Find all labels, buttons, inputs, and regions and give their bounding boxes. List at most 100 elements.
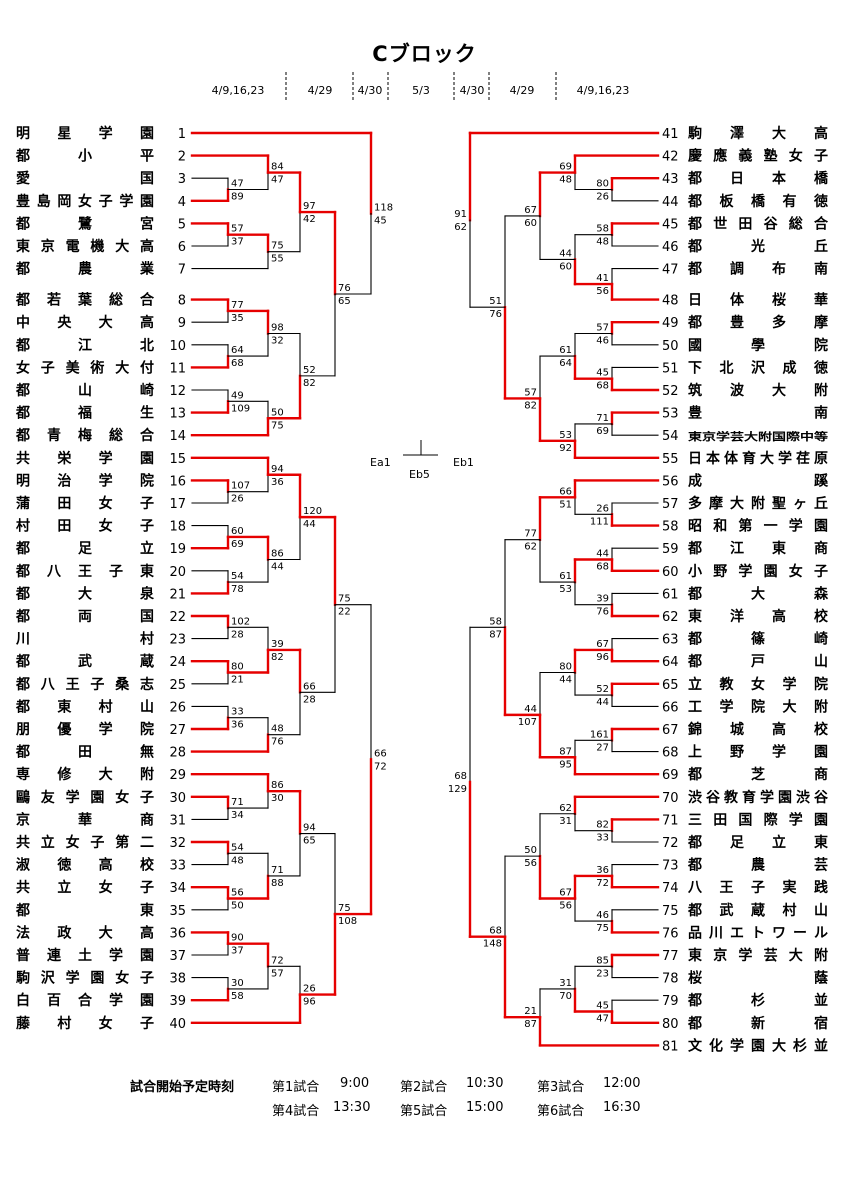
match-score: 36	[596, 865, 609, 876]
match-score: 95	[559, 759, 572, 770]
team-name: 都足立東	[687, 834, 828, 851]
team-name: 都福生	[15, 405, 154, 422]
match-score: 107	[518, 717, 537, 728]
team-name: 國學院	[688, 337, 828, 354]
team-number: 41	[662, 127, 679, 142]
match-score: 82	[596, 820, 609, 831]
match-score: 44	[596, 697, 609, 708]
match-score: 77	[231, 300, 244, 311]
team-name: 三田国際学園	[688, 811, 828, 828]
match-score: 56	[559, 901, 572, 912]
match-score: 88	[271, 878, 284, 889]
date-header-3: 4/30	[357, 84, 383, 97]
date-header-5: 4/30	[459, 84, 485, 97]
team-number: 21	[169, 587, 186, 602]
team-name: 共立女子	[16, 879, 154, 896]
match-score: 68	[489, 926, 502, 937]
match-score: 51	[559, 499, 572, 510]
team-number: 43	[662, 172, 679, 187]
team-number: 31	[169, 813, 186, 828]
team-name: 都芝商	[687, 766, 828, 783]
team-number: 44	[662, 195, 679, 210]
match-score: 75	[271, 420, 284, 431]
match-score: 26	[231, 494, 244, 505]
team-name: 東洋高校	[688, 608, 829, 625]
team-number: 16	[169, 474, 186, 489]
match-score: 86	[271, 549, 284, 560]
match-score: 78	[231, 584, 244, 595]
schedule-slot-3-name: 第3試合	[537, 1080, 585, 1095]
team-number: 35	[169, 904, 186, 919]
match-score: 45	[374, 215, 387, 226]
match-score: 118	[374, 202, 393, 213]
match-score: 60	[524, 218, 537, 229]
team-number: 47	[662, 263, 679, 278]
match-score: 36	[271, 477, 284, 488]
team-number: 19	[169, 542, 186, 557]
match-score: 31	[559, 978, 572, 989]
team-name: 都世田谷総合	[687, 215, 829, 232]
team-name: 都八王子東	[15, 563, 154, 580]
team-number: 69	[662, 768, 679, 783]
team-name: 豊南	[688, 405, 828, 422]
match-score: 86	[271, 780, 284, 791]
team-number: 62	[662, 610, 679, 625]
match-score: 44	[303, 519, 316, 530]
match-score: 44	[559, 675, 572, 686]
match-score: 91	[454, 209, 467, 220]
team-name: 共栄学園	[16, 450, 154, 467]
team-name: 豊島岡女子学園	[16, 193, 154, 210]
match-score: 66	[303, 681, 316, 692]
match-score: 27	[596, 742, 609, 753]
team-name: 都新宿	[687, 1015, 828, 1032]
match-score: 47	[596, 1014, 609, 1025]
team-number: 61	[662, 587, 679, 602]
schedule-slot-6-name: 第6試合	[537, 1104, 585, 1119]
team-number: 39	[169, 994, 186, 1009]
match-score: 44	[524, 704, 537, 715]
team-name: 都光丘	[687, 238, 828, 255]
team-number: 73	[662, 859, 679, 874]
team-number: 57	[662, 497, 679, 512]
match-score: 76	[489, 309, 502, 320]
match-score: 46	[596, 910, 609, 921]
match-score: 32	[271, 336, 284, 347]
schedule-slot-1-time: 9:00	[340, 1076, 370, 1091]
match-score: 62	[559, 803, 572, 814]
team-name: 下北沢成徳	[688, 359, 828, 376]
team-name: 品川エトワール	[688, 925, 828, 941]
team-name: 川村	[15, 631, 154, 648]
team-number: 67	[662, 723, 679, 738]
team-name: 都若葉総合	[15, 292, 155, 309]
match-score: 65	[303, 836, 316, 847]
team-number: 65	[662, 678, 679, 693]
match-score: 52	[303, 365, 316, 376]
team-number: 10	[169, 339, 186, 354]
team-number: 68	[662, 746, 679, 761]
schedule-slot-5-name: 第5試合	[400, 1104, 448, 1119]
team-name: 東京学芸大附	[688, 947, 828, 964]
match-score: 68	[596, 381, 609, 392]
match-score: 34	[231, 810, 244, 821]
match-score: 57	[271, 968, 284, 979]
center-label-middle: Eb5	[409, 468, 430, 481]
team-number: 55	[662, 452, 679, 467]
center-marker	[403, 440, 438, 456]
team-number: 23	[169, 633, 186, 648]
team-name: 都八王子桑志	[15, 676, 154, 693]
match-score: 28	[303, 694, 316, 705]
match-score: 69	[596, 426, 609, 437]
team-number: 37	[169, 949, 186, 964]
team-number: 81	[662, 1039, 679, 1054]
team-number: 32	[169, 836, 186, 851]
schedule-slot-2-time: 10:30	[466, 1076, 504, 1091]
team-number: 54	[662, 429, 679, 444]
match-score: 48	[559, 175, 572, 186]
match-score: 94	[303, 823, 316, 834]
team-number: 46	[662, 240, 679, 255]
team-name: 都鷺宮	[15, 215, 154, 232]
match-score: 71	[596, 413, 609, 424]
match-score: 54	[231, 571, 244, 582]
match-score: 67	[559, 888, 572, 899]
